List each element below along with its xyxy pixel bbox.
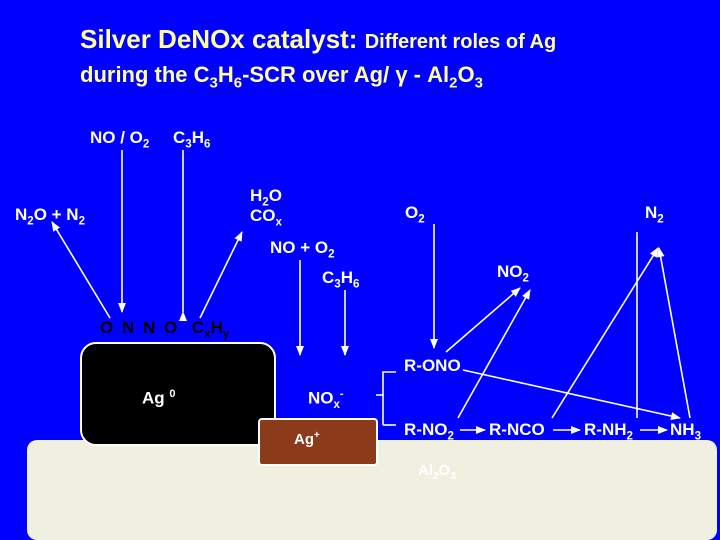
text: C — [191, 318, 205, 337]
sub: 2 — [27, 215, 34, 228]
label-no2: NO2 — [497, 262, 529, 284]
sub: 2 — [418, 213, 425, 226]
label-ag-plus: Ag+ — [294, 430, 320, 448]
sub: 6 — [203, 138, 211, 151]
onno-text: O N N O — [100, 318, 180, 337]
label-n2o-n2: N2O + N2 — [15, 205, 85, 227]
title-rest: Different roles of Ag — [364, 31, 557, 53]
ag0-particle — [80, 342, 276, 446]
title2-sub: 6 — [233, 74, 243, 92]
label-o2: O2 — [405, 203, 425, 225]
sub: 2 — [522, 272, 529, 285]
label-nh3: NH3 — [670, 420, 701, 442]
text: NO — [497, 262, 523, 281]
arrow-rono-to-nh3 — [462, 369, 681, 420]
sup: - — [339, 388, 344, 400]
text: H — [250, 186, 263, 205]
label-al2o3: Al2O3 — [418, 462, 456, 482]
label-no-o2-mid: NO + O2 — [270, 238, 335, 260]
ag-plus-site — [258, 418, 378, 466]
title2-part: during the C — [80, 62, 210, 87]
text: H — [340, 268, 353, 287]
label-no-o2: NO / O2 — [90, 128, 149, 150]
title2-part: H — [217, 62, 234, 87]
text: C — [322, 268, 335, 287]
arrow-ag-to-n2o — [51, 221, 111, 319]
label-r-no2: R-NO2 — [404, 420, 454, 442]
text: O — [438, 462, 451, 479]
label-c3h6-mid: C3H6 — [322, 268, 359, 290]
title-main: Silver DeNOx catalyst: — [80, 24, 358, 54]
sub: 2 — [447, 430, 454, 443]
sub: 3 — [334, 278, 341, 291]
title2-part: - Al — [407, 62, 450, 87]
label-r-nh2: R-NH2 — [584, 420, 633, 442]
label-h2o: H2O — [250, 186, 282, 208]
sub: 2 — [433, 471, 439, 482]
arrow-rnco-to-n2 — [551, 247, 659, 419]
sub: 2 — [626, 430, 633, 443]
title2-part: -SCR over Ag/ — [242, 62, 396, 87]
text: C — [173, 128, 186, 147]
text: Al — [418, 462, 433, 479]
arrow-ag-to-h2o — [199, 231, 243, 319]
label-n2: N2 — [645, 203, 664, 225]
slide-title-line1: Silver DeNOx catalyst: Different roles o… — [80, 24, 556, 55]
sub: 2 — [142, 138, 150, 151]
text: NO — [308, 388, 334, 408]
title2-part: O — [457, 62, 475, 87]
sub: 2 — [262, 196, 269, 209]
sub: 6 — [352, 278, 360, 291]
label-ag0: Ag 0 — [142, 388, 176, 409]
text: NO / O — [90, 128, 143, 147]
label-r-ono: R-ONO — [404, 356, 461, 375]
text: NH — [670, 420, 695, 439]
text: O — [405, 203, 419, 222]
text: H — [191, 128, 204, 147]
arrow-rno2-to-no2 — [457, 289, 531, 419]
sup: 0 — [169, 388, 176, 400]
sub: 3 — [694, 430, 701, 443]
text: H — [210, 318, 223, 337]
label-r-nco: R-NCO — [489, 420, 545, 439]
text: Ag — [294, 431, 314, 448]
text: NO + O — [270, 238, 329, 257]
adsorbate-row: O N N O CxHy — [100, 318, 229, 340]
text: R-NH — [584, 420, 627, 439]
label-cox: COx — [250, 206, 282, 228]
title2-sub: 3 — [209, 74, 218, 92]
text: R-NO — [404, 420, 448, 439]
sub: 2 — [328, 248, 335, 261]
text: N — [645, 203, 658, 222]
text: O + N — [33, 205, 79, 224]
text: CO — [250, 206, 276, 225]
gamma-symbol: γ — [395, 62, 408, 87]
sup: + — [314, 430, 320, 441]
sub: 3 — [185, 138, 192, 151]
arrow-nh3-to-n2 — [656, 247, 691, 419]
label-c3h6-top: C3H6 — [173, 128, 210, 150]
bracket-nox-rono — [376, 371, 396, 396]
sub: 3 — [450, 471, 457, 482]
sub: 2 — [78, 215, 85, 228]
title2-sub: 3 — [474, 74, 483, 92]
slide-title-line2: during the C3H6-SCR over Ag/ γ - Al2O3 — [80, 62, 483, 91]
arrow-rono-to-no2 — [445, 287, 521, 353]
sub: x — [204, 328, 211, 341]
text: Ag — [142, 388, 170, 408]
sub: 2 — [657, 213, 664, 226]
sub: x — [275, 216, 282, 229]
sub: y — [222, 328, 230, 341]
text: O — [268, 186, 282, 205]
label-nox-minus: NOx- — [308, 388, 344, 411]
title2-sub: 2 — [449, 74, 458, 92]
sub: x — [333, 399, 340, 412]
text: N — [15, 205, 28, 224]
